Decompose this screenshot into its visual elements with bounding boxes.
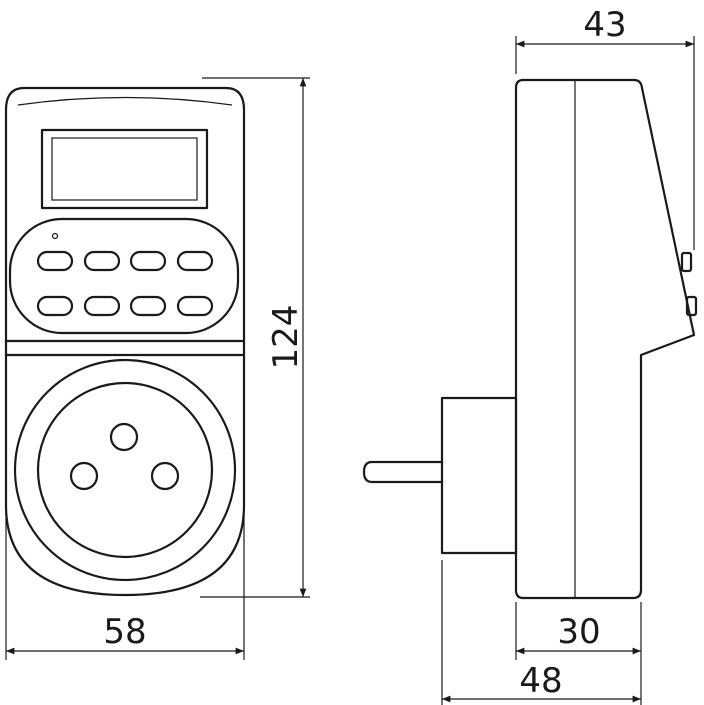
side-button xyxy=(680,251,693,273)
dim-depth-total-label: 43 xyxy=(583,5,626,45)
socket-earth-pin xyxy=(109,422,139,452)
plug-block xyxy=(440,396,518,555)
dim-overall-depth-label: 48 xyxy=(519,661,562,701)
lcd-display-inner xyxy=(51,137,198,201)
socket-outer-ring xyxy=(13,358,237,582)
indicator-led xyxy=(51,232,59,240)
keypad-button xyxy=(129,250,167,272)
dimension-labels: 43 124 58 30 48 xyxy=(103,5,626,701)
keypad-button xyxy=(83,295,121,317)
socket-hole-left xyxy=(69,461,99,491)
keypad-button xyxy=(129,295,167,317)
dim-width-label: 58 xyxy=(103,612,146,652)
lcd-display-outer xyxy=(40,128,209,210)
keypad-button xyxy=(36,250,74,272)
side-view xyxy=(362,78,698,600)
keypad-button xyxy=(83,250,121,272)
side-button xyxy=(685,295,698,317)
dim-body-depth-label: 30 xyxy=(557,612,600,652)
dimension-lines xyxy=(5,36,695,705)
side-housing-outline xyxy=(514,78,696,600)
socket-hole-right xyxy=(150,461,180,491)
keypad-button xyxy=(36,295,74,317)
front-housing-outline xyxy=(4,86,246,597)
front-top-highlight xyxy=(17,96,233,106)
dim-height-label: 124 xyxy=(266,305,306,370)
front-view xyxy=(4,86,246,597)
keypad-button xyxy=(176,250,214,272)
plug-pin xyxy=(362,460,444,484)
keypad-panel xyxy=(8,217,240,335)
socket-inner-ring xyxy=(36,381,214,559)
keypad-button xyxy=(176,295,214,317)
